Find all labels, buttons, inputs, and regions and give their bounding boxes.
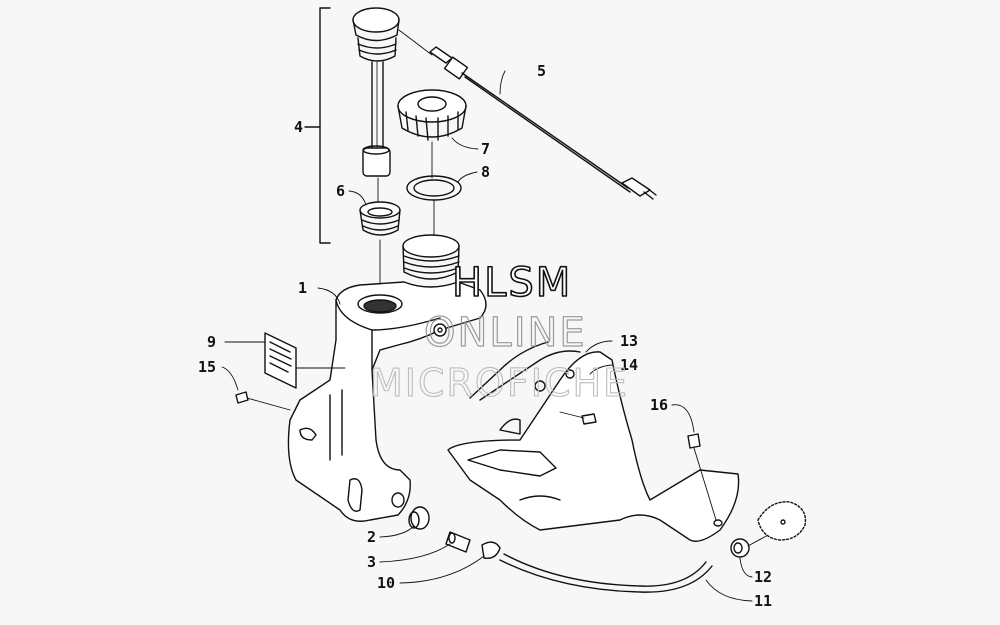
bracket-4 <box>304 7 331 244</box>
watermark-line-1: HLSM <box>452 260 572 306</box>
callout-4: 4 <box>294 118 303 136</box>
screw-15 <box>235 391 291 411</box>
callout-7: 7 <box>481 140 490 158</box>
fuel-hose <box>499 553 713 593</box>
callout-16: 16 <box>650 396 668 414</box>
filter-element <box>757 501 807 541</box>
fuel-cap <box>397 89 467 179</box>
screw-16 <box>687 433 717 521</box>
grommet-12 <box>730 533 771 558</box>
tank-shield <box>447 341 740 542</box>
washer-13 <box>433 323 447 337</box>
callout-3: 3 <box>367 553 376 571</box>
callout-11: 11 <box>754 592 772 610</box>
callout-5: 5 <box>537 62 546 80</box>
clamp-10 <box>481 541 501 559</box>
watermark-line-2: ONLINE <box>424 310 587 356</box>
callout-15: 15 <box>198 358 216 376</box>
leader-lines <box>221 70 753 602</box>
callout-1: 1 <box>298 279 307 297</box>
wire-harness <box>398 29 657 200</box>
callout-12: 12 <box>754 568 772 586</box>
callout-10: 10 <box>377 574 395 592</box>
fitting-3 <box>445 531 471 553</box>
callout-6: 6 <box>336 182 345 200</box>
grommet-2 <box>408 506 430 530</box>
callout-8: 8 <box>481 163 490 181</box>
gasket <box>406 175 462 241</box>
warning-label <box>264 332 346 389</box>
watermark: HLSM ONLINE MICROFICHE <box>369 259 629 405</box>
watermark-line-3: MICROFICHE <box>370 361 629 405</box>
fuel-sender-assembly <box>352 7 401 293</box>
fuel-tank <box>287 234 487 522</box>
callout-9: 9 <box>207 333 216 351</box>
callout-labels: 1 2 3 4 5 6 7 8 9 10 11 12 13 14 15 16 <box>198 62 772 610</box>
callout-13: 13 <box>620 332 638 350</box>
callout-14: 14 <box>620 356 638 374</box>
screw-14 <box>559 411 597 425</box>
callout-2: 2 <box>367 528 376 546</box>
